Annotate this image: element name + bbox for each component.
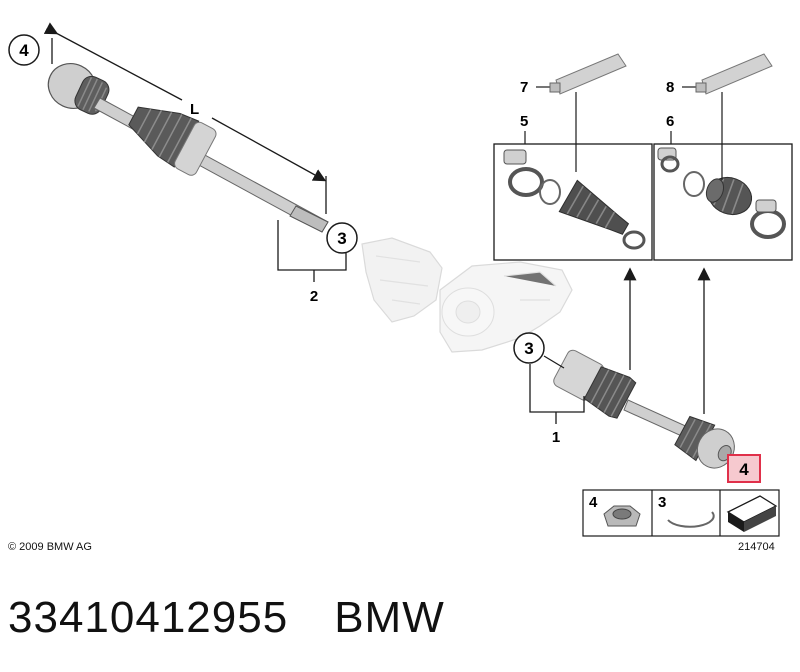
svg-text:4: 4 (19, 41, 29, 60)
callout-4-highlighted: 4 (727, 454, 761, 483)
diagram-number: 214704 (738, 541, 775, 553)
copyright-text: © 2009 BMW AG (8, 541, 92, 553)
caption: 33410412955 BMW (8, 588, 445, 648)
circlip-ring-icon (667, 511, 715, 528)
callout-4-left: 4 (8, 34, 40, 66)
legend-box: 4 3 (582, 489, 780, 537)
outer-boot-kit-box (653, 143, 793, 261)
bracket-1: 1 (529, 364, 585, 446)
legend-ring-label: 3 (658, 494, 666, 511)
legend-nut-label: 4 (589, 494, 598, 511)
svg-text:4: 4 (739, 460, 749, 479)
label-8: 8 (666, 79, 674, 96)
label-5-group: 5 (520, 113, 528, 144)
dimension-l: L (43, 22, 327, 214)
label-6: 6 (666, 113, 674, 130)
svg-text:3: 3 (337, 229, 346, 248)
callout-3-right: 3 (513, 332, 565, 369)
label-7: 7 (520, 79, 528, 96)
collar-nut-icon (603, 505, 641, 527)
dimension-l-label: L (190, 101, 199, 118)
parts-category-icon (726, 495, 778, 532)
brand-name: BMW (334, 593, 445, 642)
label-2: 2 (310, 288, 318, 305)
bracket-2: 2 (277, 220, 347, 305)
transfer-case (361, 237, 573, 353)
part-number: 33410412955 (8, 593, 289, 642)
label-1: 1 (552, 429, 560, 446)
label-5: 5 (520, 113, 528, 130)
right-drive-shaft (553, 349, 735, 469)
inner-boot-kit-box (493, 143, 653, 261)
grease-tube-8: 8 (666, 53, 773, 180)
left-drive-shaft (47, 63, 329, 233)
callout-3-left: 3 (326, 222, 358, 254)
svg-text:3: 3 (524, 339, 533, 358)
grease-tube-7: 7 (520, 53, 627, 172)
label-6-group: 6 (666, 113, 674, 144)
parts-diagram: L 4 3 2 (8, 22, 793, 537)
